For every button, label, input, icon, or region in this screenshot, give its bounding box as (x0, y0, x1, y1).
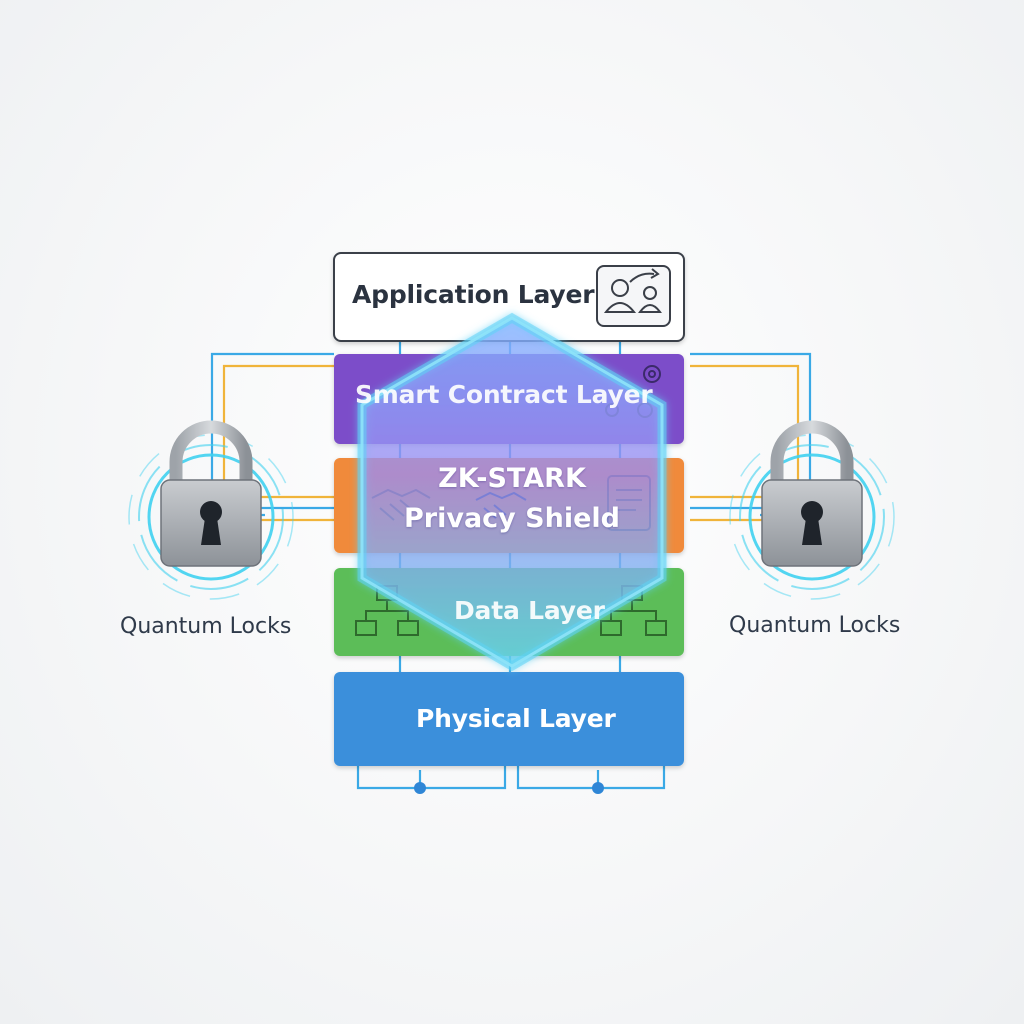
quantum-locks-right-label: Quantum Locks (729, 613, 901, 638)
quantum-lock-right (729, 420, 895, 600)
shield-title-line2: Privacy Shield (404, 503, 620, 534)
network-node (414, 782, 426, 794)
quantum-lock-left (128, 420, 294, 600)
users-icon (596, 265, 671, 327)
application-layer-label: Application Layer (352, 280, 595, 309)
smart-contract-layer-label: Smart Contract Layer (355, 380, 653, 409)
padlock-icon (128, 420, 294, 600)
padlock-icon (729, 420, 895, 600)
network-node (592, 782, 604, 794)
quantum-locks-left-label: Quantum Locks (120, 614, 292, 639)
handshake-icon (475, 491, 527, 519)
physical-layer (334, 672, 684, 766)
data-layer-label: Data Layer (454, 596, 605, 625)
privacy-shield (357, 312, 667, 672)
shield-title-line1: ZK-STARK (438, 463, 586, 494)
physical-layer-label: Physical Layer (416, 704, 616, 733)
